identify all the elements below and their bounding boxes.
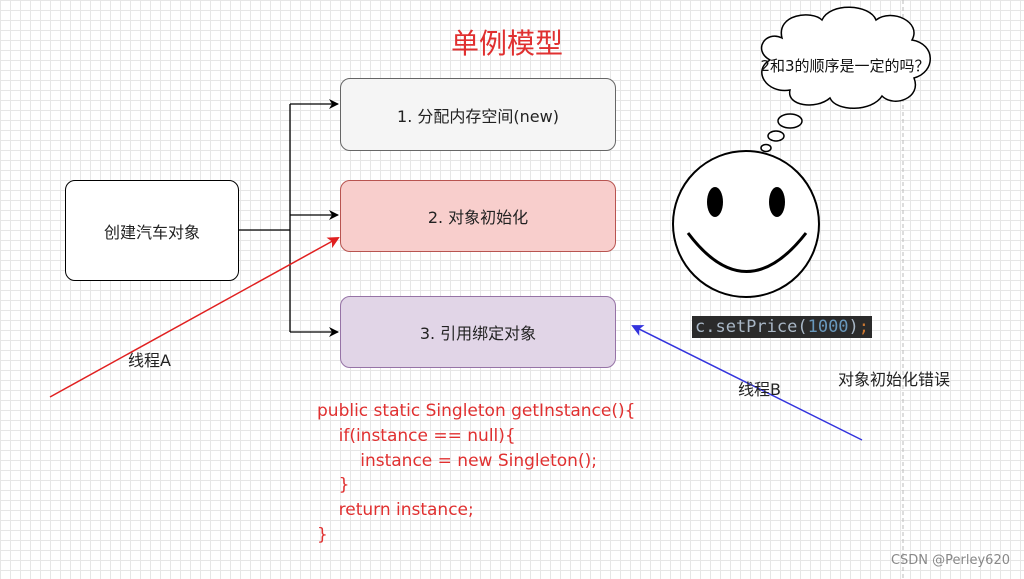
thread-a-arrow bbox=[49, 237, 340, 398]
step-bind-reference-node: 3. 引用绑定对象 bbox=[340, 296, 616, 368]
diagram-title: 单例模型 bbox=[450, 27, 563, 60]
watermark: CSDN @Perley620 bbox=[890, 553, 1010, 568]
snippet-close: ) bbox=[848, 317, 859, 337]
error-note: 对象初始化错误 bbox=[838, 370, 951, 389]
thread-a-label: 线程A bbox=[128, 351, 171, 370]
branch-connectors bbox=[239, 99, 339, 337]
step-allocate-memory-node: 1. 分配内存空间(new) bbox=[340, 78, 616, 151]
step-initialize-object-node: 2. 对象初始化 bbox=[340, 180, 616, 252]
snippet-number: 1000 bbox=[807, 317, 849, 337]
thread-b-label: 线程B bbox=[738, 380, 781, 399]
singleton-code-block: public static Singleton getInstance(){ i… bbox=[317, 401, 636, 545]
thought-trail-icon bbox=[760, 113, 803, 153]
create-object-node: 创建汽车对象 bbox=[65, 180, 239, 281]
smiley-icon bbox=[672, 150, 820, 298]
thread-b-arrow bbox=[631, 325, 863, 441]
thought-text: 2和3的顺序是一定的吗？ bbox=[760, 57, 930, 75]
snippet-semicolon: ; bbox=[858, 317, 870, 337]
code-snippet: c.setPrice(1000); bbox=[692, 316, 873, 338]
snippet-call: c.setPrice( bbox=[695, 317, 808, 337]
thought-cloud-icon bbox=[760, 6, 931, 109]
